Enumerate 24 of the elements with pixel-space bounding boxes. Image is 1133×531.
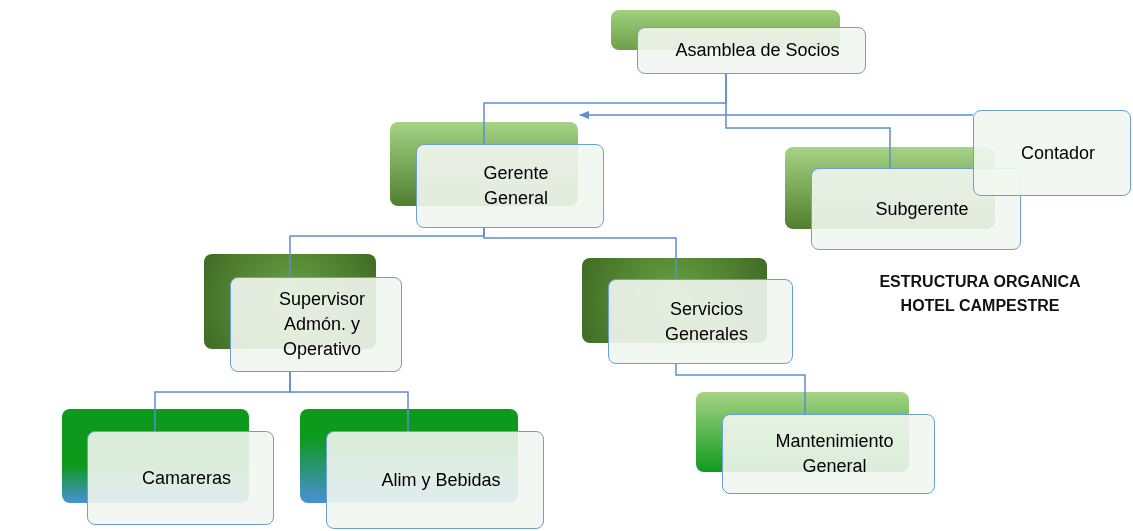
node-label: Alim y Bebidas — [381, 468, 501, 492]
chart-title: ESTRUCTURA ORGANICA HOTEL CAMPESTRE — [878, 272, 1082, 316]
node-label: Asamblea de Socios — [675, 39, 840, 62]
org-box — [637, 27, 866, 74]
connector-line — [289, 371, 409, 432]
connector-line — [725, 73, 891, 169]
connector-line — [675, 363, 806, 415]
org-box — [230, 277, 402, 372]
node-label: Mantenimiento General — [774, 430, 895, 478]
node-label: Subgerente — [875, 197, 969, 221]
org-box — [608, 279, 793, 364]
node-label: Servicios Generales — [663, 297, 750, 346]
org-box — [87, 431, 274, 525]
node-label: Contador — [1020, 141, 1096, 165]
org-box — [973, 110, 1131, 196]
node-label: Gerente General — [482, 162, 550, 210]
org-box — [811, 168, 1021, 250]
connector-line — [483, 227, 677, 280]
org-box — [326, 431, 544, 529]
node-label: Supervisor Admón. y Operativo — [277, 288, 366, 361]
node-label: Camareras — [142, 466, 231, 490]
org-box — [722, 414, 935, 494]
arrow — [579, 111, 974, 119]
org-box — [416, 144, 604, 228]
